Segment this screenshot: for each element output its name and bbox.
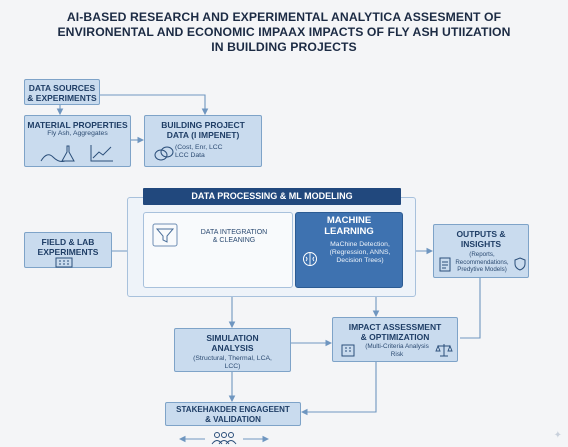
impact-assessment-box: IMPACT ASSESSMENT & OPTIMIZATION (Multi-…: [332, 317, 458, 362]
scales-icon: [435, 344, 453, 357]
title-line-1: AI-BASED RESEARCH AND EXPERIMENTAL ANALY…: [66, 10, 502, 24]
chart-icon: [90, 145, 113, 162]
ml-line-2: LEARNING: [324, 225, 374, 237]
coins-icon: [154, 146, 174, 161]
outputs-sub-1: (Reports,: [469, 251, 495, 258]
building-sub-1: (Cost, Enr, LCC: [175, 144, 223, 151]
simulation-line-2: ANALYSIS: [211, 343, 254, 353]
integration-line-1: DATA INTEGRATION: [200, 229, 268, 236]
stakeholder-line-2: & VALIDATION: [205, 415, 261, 424]
simulation-line-1: SIMULATION: [206, 333, 259, 343]
integration-line-2: & CLEANING: [212, 237, 256, 244]
brain-icon: [303, 252, 317, 266]
impact-sub-1: (Multi-Criteria Analysis: [365, 343, 429, 350]
building-line-1: BUILDING PROJECT: [161, 120, 245, 130]
impact-line-1: IMPACT ASSESSMENT: [348, 322, 442, 332]
arrow-impact-to-stakeholder: [300, 362, 377, 416]
machine-learning-box: MACHINE LEARNING MaChine Detection, (Reg…: [295, 212, 403, 288]
outputs-insights-box: OUTPUTS & INSIGHTS (Reports, Recommendat…: [433, 224, 529, 278]
shield-icon: [514, 257, 526, 271]
outputs-line-2: INSIGHTS: [460, 239, 502, 249]
stakeholder-line-1: STAKEHAKDER ENGAGEENT: [176, 405, 290, 414]
building-line-2: DATA (I IMPENET): [166, 130, 240, 140]
data-sources-box: DATA SOURCES & EXPERIMENTS: [24, 79, 100, 105]
simulation-analysis-box: SIMULATION ANALYSIS (Structural, Thermal…: [174, 328, 291, 372]
simulation-sub-1: (Structural, Thermal, LCA,: [193, 355, 272, 362]
title-line-2: ENVIRONENTAL AND ECONOMIC IMPAAX IMPACTS…: [57, 25, 511, 39]
funnel-icon: [152, 223, 178, 247]
simulation-sub-2: LCC): [224, 363, 241, 370]
diagram-title: AI-BASED RESEARCH AND EXPERIMENTAL ANALY…: [20, 10, 548, 55]
ml-sub-2: (Regression, ANNS,: [329, 249, 391, 256]
title-line-3: IN BUILDING PROJECTS: [211, 40, 357, 54]
material-sub: Fly Ash, Aggregates: [47, 130, 108, 137]
field-line-2: EXPERIMENTS: [37, 247, 99, 257]
material-properties-box: MATERIAL PROPERTIES Fly Ash, Aggregates: [24, 115, 131, 167]
impact-sub-2: Risk: [390, 351, 404, 358]
building-sub-2: LCC Data: [175, 152, 205, 159]
data-integration-box: DATA INTEGRATION & CLEANING: [143, 212, 293, 288]
building-icon: [55, 257, 73, 268]
ml-line-1: MACHINE: [326, 215, 372, 226]
sparkle-icon: ✦: [553, 430, 562, 441]
processing-banner: DATA PROCESSING & ML MODELING: [143, 188, 401, 205]
flask-icon: [40, 145, 75, 162]
field-line-1: FIELD & LAB: [41, 237, 95, 247]
impact-line-2: & OPTIMIZATION: [360, 332, 430, 342]
building-project-box: BUILDING PROJECT DATA (I IMPENET) (Cost,…: [144, 115, 262, 167]
stakeholder-box: STAKEHAKDER ENGAGEENT & VALIDATION: [165, 402, 301, 426]
people-icon: [211, 432, 237, 445]
field-lab-box: FIELD & LAB EXPERIMENTS: [24, 232, 112, 268]
building-icon: [341, 344, 355, 357]
material-title: MATERIAL PROPERTIES: [27, 120, 128, 130]
data-sources-line-1: DATA SOURCES: [28, 83, 96, 93]
outputs-sub-3: Predytive Models): [457, 266, 507, 273]
ml-sub-3: Decision Trees): [336, 257, 384, 264]
report-icon: [439, 257, 451, 272]
outputs-line-1: OUTPUTS &: [456, 229, 506, 239]
arrow-outputs-to-impact: [460, 278, 481, 339]
arrow-sources-to-building: [100, 94, 209, 116]
ml-sub-1: MaChine Detection,: [330, 241, 390, 248]
outputs-sub-2: Recommendations,: [455, 258, 509, 266]
data-sources-line-2: & EXPERIMENTS: [27, 93, 97, 103]
